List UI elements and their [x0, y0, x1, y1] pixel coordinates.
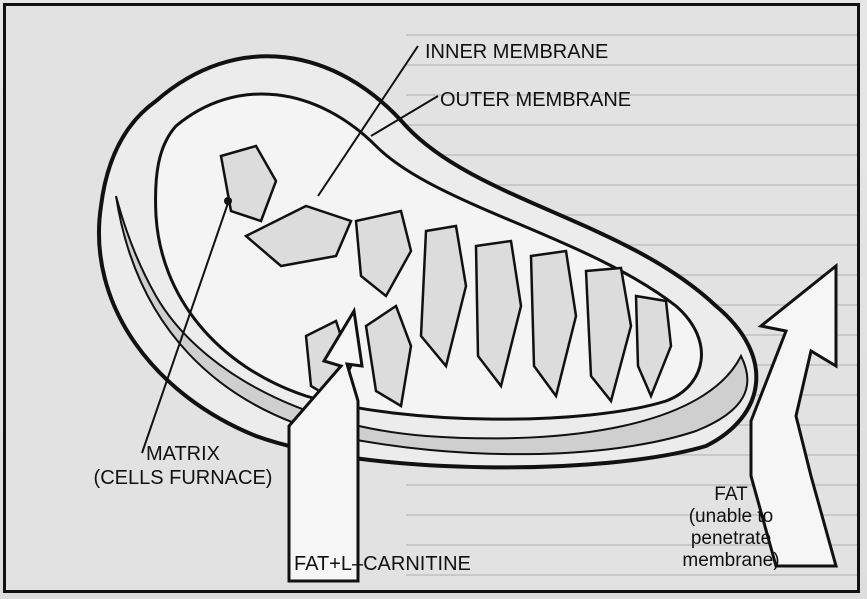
fat-label: FAT (unable to penetrate membrane) — [666, 484, 796, 572]
fat-label-line3: penetrate — [666, 528, 796, 550]
fat-carnitine-label: FAT+L–CARNITINE — [294, 552, 471, 576]
diagram-frame: INNER MEMBRANE OUTER MEMBRANE MATRIX (CE… — [3, 3, 860, 593]
fat-label-line4: membrane) — [666, 550, 796, 572]
matrix-label-line2: (CELLS FURNACE) — [88, 466, 278, 490]
fat-label-line2: (unable to — [666, 506, 796, 528]
fat-label-line1: FAT — [666, 484, 796, 506]
inner-membrane-label: INNER MEMBRANE — [425, 40, 608, 64]
outer-membrane-label: OUTER MEMBRANE — [440, 88, 631, 112]
matrix-label: MATRIX (CELLS FURNACE) — [88, 442, 278, 490]
matrix-label-line1: MATRIX — [88, 442, 278, 466]
